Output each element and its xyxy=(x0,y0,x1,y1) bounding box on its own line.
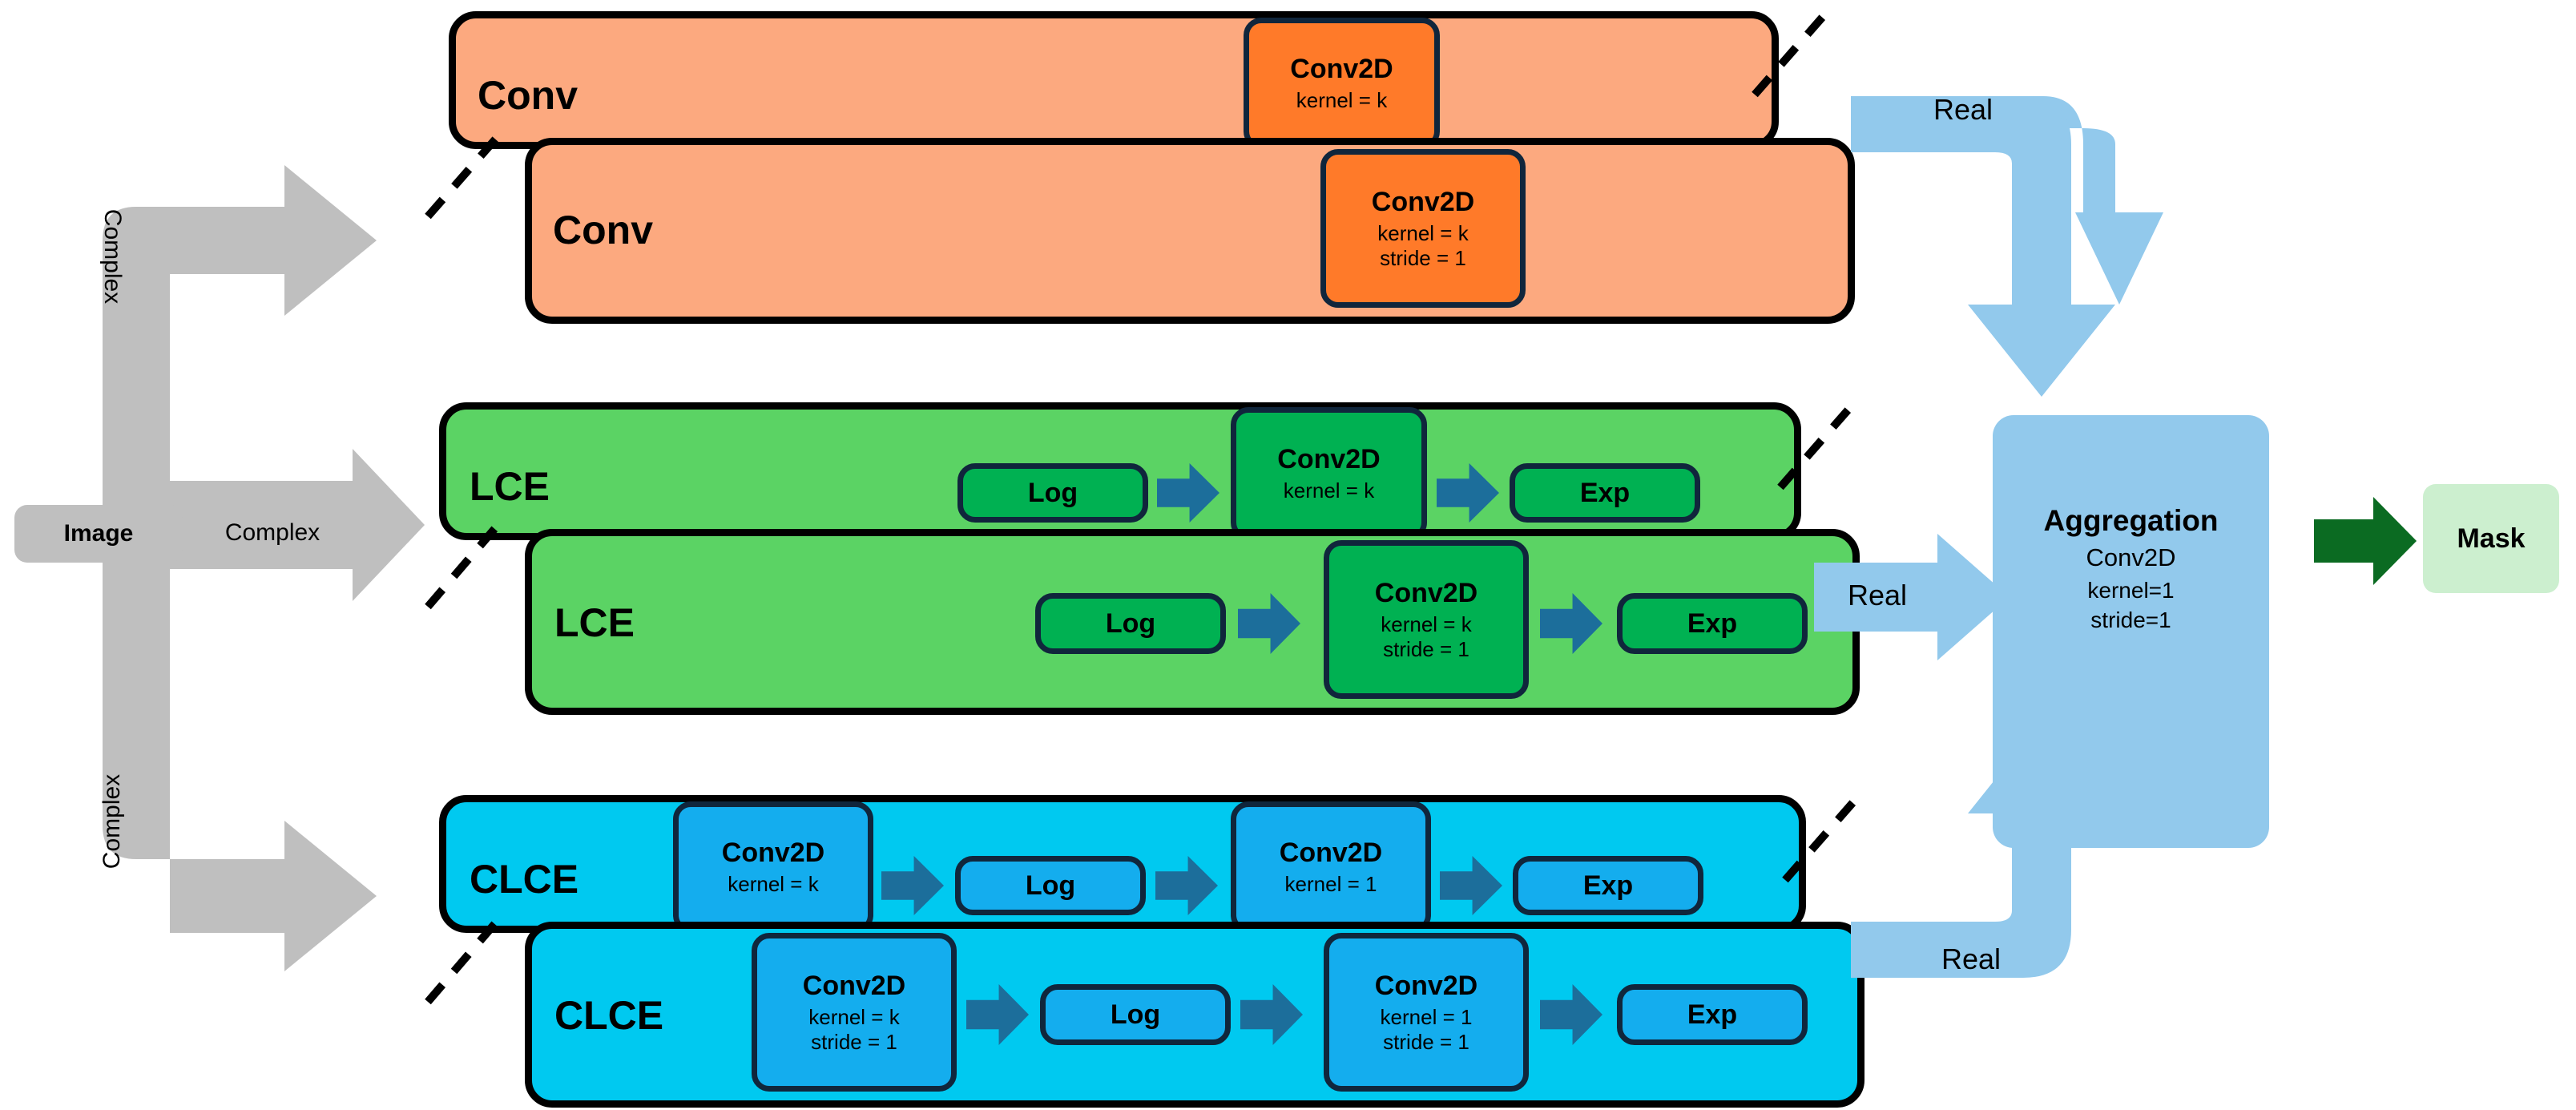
op-title: Log xyxy=(1105,607,1156,639)
op-sub-1: kernel = k xyxy=(1381,612,1472,636)
clce-back-op-exp: Exp xyxy=(1513,856,1703,915)
aggregation-line-2: Conv2D xyxy=(2086,543,2176,571)
clce-front-op-conv2d-k: Conv2D kernel = k stride = 1 xyxy=(752,933,957,1092)
complex-label-top: Complex xyxy=(99,208,126,305)
real-arrow-middle xyxy=(1814,534,2010,660)
op-sub-1: kernel = k xyxy=(728,872,819,897)
op-title: Log xyxy=(1027,477,1078,508)
op-sub-1: kernel = 1 xyxy=(1284,872,1377,897)
real-label-middle: Real xyxy=(1847,579,1908,612)
lce-back-op-conv2d: Conv2D kernel = k xyxy=(1231,407,1427,540)
complex-branch-arrows xyxy=(103,165,425,971)
conv-front-card-label: Conv xyxy=(553,208,653,252)
conv-front-op-conv2d: Conv2D kernel = k stride = 1 xyxy=(1320,149,1526,308)
op-title: Log xyxy=(1025,870,1076,901)
op-title: Conv2D xyxy=(1277,444,1381,475)
clce-back-op-log: Log xyxy=(955,856,1146,915)
mask-output-box: Mask xyxy=(2423,484,2559,593)
clce-back-card-label: CLCE xyxy=(470,857,579,902)
real-arrows xyxy=(1859,96,2163,305)
op-title: Exp xyxy=(1579,477,1631,508)
clce-front-op-conv2d-1: Conv2D kernel = 1 stride = 1 xyxy=(1324,933,1529,1092)
lce-back-op-log: Log xyxy=(957,463,1148,523)
real-label-top: Real xyxy=(1933,93,1993,126)
lce-front-op-conv2d: Conv2D kernel = k stride = 1 xyxy=(1324,540,1529,699)
op-title: Conv2D xyxy=(1290,54,1393,85)
op-title: Conv2D xyxy=(802,970,906,1001)
conv-back-card-label: Conv xyxy=(478,73,578,118)
op-sub-2: stride = 1 xyxy=(811,1030,897,1055)
op-title: Exp xyxy=(1687,999,1738,1030)
op-sub-2: stride = 1 xyxy=(1380,246,1466,271)
clce-cut-dash-right xyxy=(1782,787,1867,883)
conv-cut-dash-right xyxy=(1752,2,1836,98)
op-sub-1: kernel = k xyxy=(1283,478,1375,503)
lce-cut-dash-right xyxy=(1777,394,1862,490)
op-title: Conv2D xyxy=(721,838,825,869)
conv-front-card xyxy=(525,138,1855,324)
lce-cut-dash-left xyxy=(425,514,508,610)
op-sub-1: kernel = k xyxy=(808,1004,900,1029)
conv-back-card xyxy=(449,11,1779,149)
clce-cut-dash-left xyxy=(425,909,508,1005)
clce-back-op-conv2d-1: Conv2D kernel = 1 xyxy=(1231,801,1431,933)
complex-label-middle: Complex xyxy=(224,519,320,546)
mask-output-label: Mask xyxy=(2457,523,2526,554)
conv-back-op-conv2d: Conv2D kernel = k xyxy=(1244,18,1440,149)
op-title: Conv2D xyxy=(1371,186,1475,217)
clce-back-op-conv2d-k: Conv2D kernel = k xyxy=(673,801,873,933)
clce-front-card-label: CLCE xyxy=(554,993,664,1038)
aggregation-line-4: stride=1 xyxy=(2090,607,2171,633)
aggregation-title: Aggregation xyxy=(2043,504,2219,537)
real-arrow-top xyxy=(1851,96,2115,397)
op-sub-2: stride = 1 xyxy=(1383,1030,1469,1055)
conv-cut-dash-left xyxy=(425,123,510,220)
op-title: Conv2D xyxy=(1374,577,1478,608)
complex-label-bottom: Complex xyxy=(99,773,125,870)
lce-front-op-log: Log xyxy=(1035,593,1226,654)
op-title: Conv2D xyxy=(1279,838,1383,869)
op-title: Exp xyxy=(1582,870,1634,901)
op-title: Log xyxy=(1110,999,1161,1030)
aggregation-line-3: kernel=1 xyxy=(2087,578,2175,603)
real-label-bottom: Real xyxy=(1941,942,2002,975)
op-title: Exp xyxy=(1687,607,1738,639)
lce-front-card-label: LCE xyxy=(554,600,635,645)
op-sub-1: kernel = k xyxy=(1377,220,1469,245)
image-input-box: Image xyxy=(14,505,183,563)
aggregation-box: Aggregation Conv2D kernel=1 stride=1 xyxy=(1993,415,2269,848)
image-input-label: Image xyxy=(63,520,134,547)
lce-back-op-exp: Exp xyxy=(1510,463,1700,523)
op-sub-1: kernel = 1 xyxy=(1380,1004,1473,1029)
op-title: Conv2D xyxy=(1374,970,1478,1001)
mask-arrow-icon xyxy=(2314,497,2417,585)
clce-front-op-exp: Exp xyxy=(1617,984,1808,1045)
lce-front-op-exp: Exp xyxy=(1617,593,1808,654)
lce-back-card-label: LCE xyxy=(470,464,550,509)
op-sub-1: kernel = k xyxy=(1296,88,1388,113)
clce-front-op-log: Log xyxy=(1040,984,1231,1045)
op-sub-2: stride = 1 xyxy=(1383,637,1469,662)
